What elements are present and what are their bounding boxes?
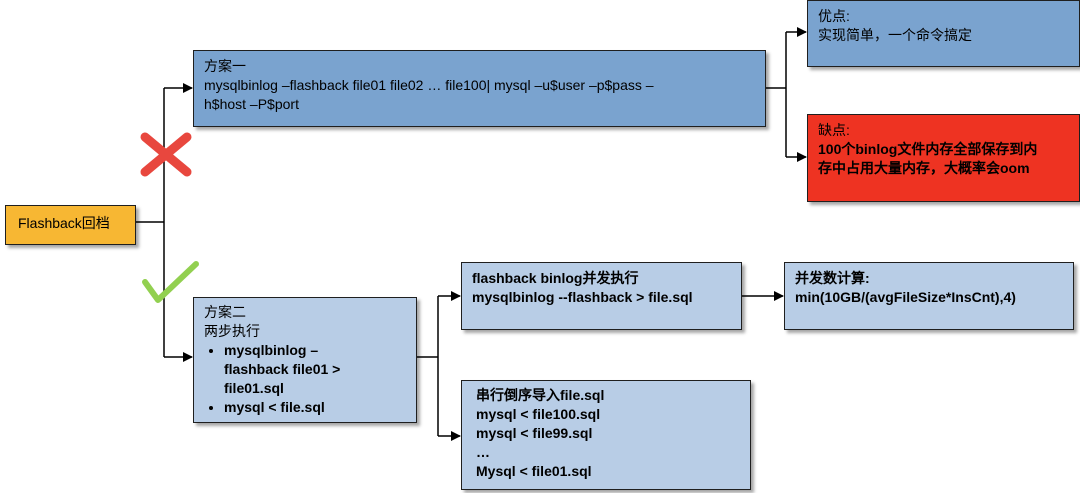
cons-box: 缺点: 100个binlog文件内存全部保存到内 存中占用大量内存，大概率会oo… bbox=[807, 114, 1080, 202]
pros-text: 实现简单，一个命令搞定 bbox=[818, 27, 972, 43]
concurrent-box: flashback binlog并发执行 mysqlbinlog --flash… bbox=[461, 262, 742, 330]
concurrent-line1: flashback binlog并发执行 bbox=[472, 270, 639, 286]
root-to-plans-connector bbox=[136, 83, 193, 362]
plan-two-to-steps-connector bbox=[417, 291, 461, 441]
plan-one-command-line1: mysqlbinlog –flashback file01 file02 … f… bbox=[204, 77, 654, 93]
serial-line4: … bbox=[476, 444, 490, 460]
cons-line1: 100个binlog文件内存全部保存到内 bbox=[818, 141, 1038, 157]
calc-line1: 并发数计算: bbox=[795, 270, 870, 286]
plan-two-title: 方案二 bbox=[204, 304, 246, 320]
plan-two-subtitle: 两步执行 bbox=[204, 323, 260, 339]
step-1-line3: file01.sql bbox=[224, 380, 284, 396]
plan-two-box: 方案二 两步执行 mysqlbinlog – flashback file01 … bbox=[193, 297, 417, 423]
calc-line2: min(10GB/(avgFileSize*InsCnt),4) bbox=[795, 289, 1016, 305]
plan-one-box: 方案一 mysqlbinlog –flashback file01 file02… bbox=[193, 50, 766, 127]
concurrent-line2: mysqlbinlog --flashback > file.sql bbox=[472, 289, 693, 305]
serial-line1: 串行倒序导入file.sql bbox=[476, 387, 605, 403]
root-label: Flashback回档 bbox=[18, 215, 110, 231]
plan-two-steps-list: mysqlbinlog – flashback file01 > file01.… bbox=[204, 341, 406, 417]
serial-line5: Mysql < file01.sql bbox=[476, 463, 592, 479]
check-mark-icon bbox=[142, 261, 199, 303]
cross-mark-icon bbox=[140, 132, 192, 177]
pros-box: 优点: 实现简单，一个命令搞定 bbox=[807, 0, 1080, 67]
plan-two-step-2: mysql < file.sql bbox=[224, 398, 406, 417]
plan-one-title: 方案一 bbox=[204, 58, 246, 74]
plan-two-step-1: mysqlbinlog – flashback file01 > file01.… bbox=[224, 341, 406, 398]
root-box: Flashback回档 bbox=[5, 205, 136, 245]
plan-one-to-pros-cons-connector bbox=[766, 27, 807, 162]
serial-box: 串行倒序导入file.sql mysql < file100.sql mysql… bbox=[461, 380, 751, 490]
step-1-line1: mysqlbinlog – bbox=[224, 342, 319, 358]
plan-one-command-line2: h$host –P$port bbox=[204, 96, 299, 112]
serial-line3: mysql < file99.sql bbox=[476, 425, 593, 441]
serial-line2: mysql < file100.sql bbox=[476, 406, 601, 422]
pros-title: 优点: bbox=[818, 8, 850, 24]
cons-line2: 存中占用大量内存，大概率会oom bbox=[818, 160, 1030, 176]
step-1-line2: flashback file01 > bbox=[224, 361, 341, 377]
concurrency-calc-box: 并发数计算: min(10GB/(avgFileSize*InsCnt),4) bbox=[784, 262, 1074, 330]
cons-title: 缺点: bbox=[818, 122, 850, 138]
step-2-line: mysql < file.sql bbox=[224, 399, 325, 415]
